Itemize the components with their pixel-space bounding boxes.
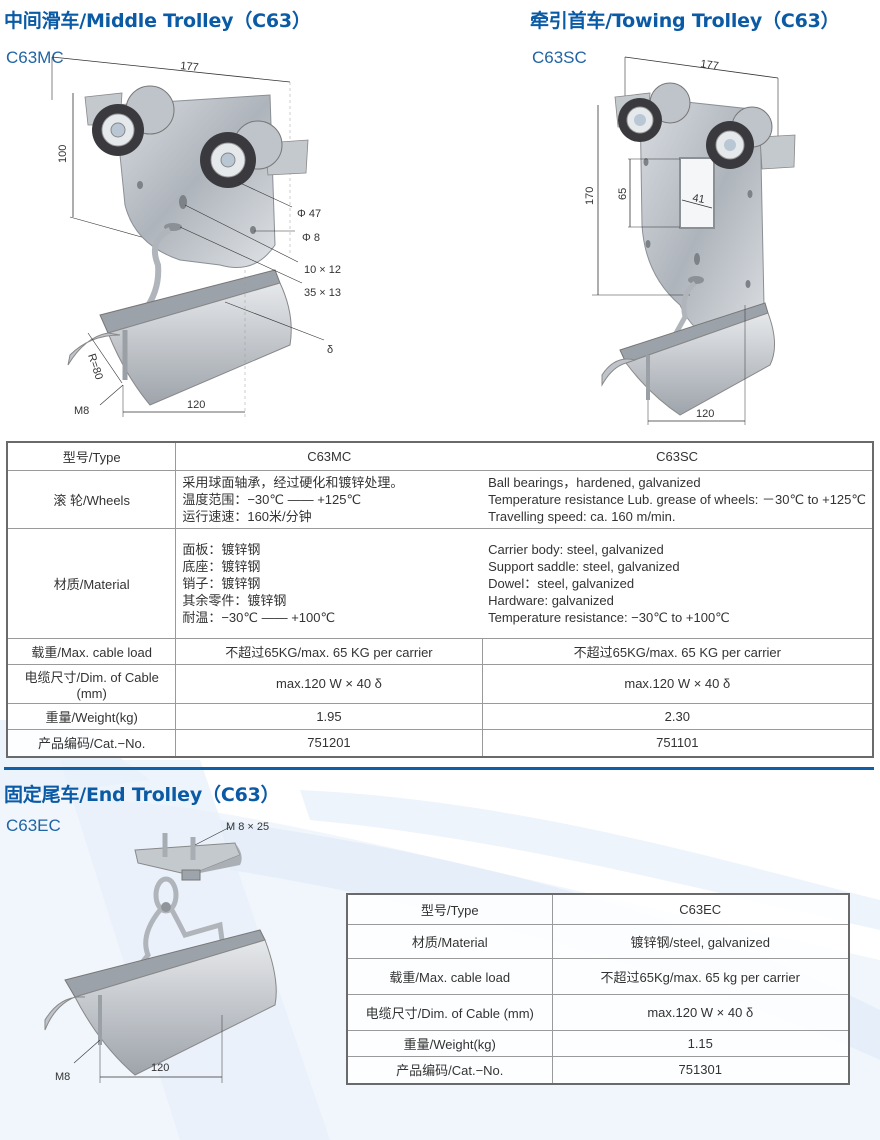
material-value: 镀锌钢/steel, galvanized — [551, 923, 850, 959]
type-label: 型号/Type — [6, 441, 177, 471]
load-label: 载重/Max. cable load — [6, 637, 177, 665]
material-label: 材质/Material — [6, 527, 177, 639]
table-row-material: 材质/Material 面板：镀锌钢 底座：镀锌钢 销子：镀锌钢 其余零件：镀锌… — [6, 527, 874, 639]
dim-m8: M8 — [74, 405, 89, 417]
cat-no-col1: 751201 — [175, 728, 483, 758]
material-cn: 面板：镀锌钢 底座：镀锌钢 销子：镀锌钢 其余零件：镀锌钢 耐温：−30℃ ——… — [175, 527, 483, 639]
dim-120: 120 — [696, 408, 714, 420]
weight-label: 重量/Weight(kg) — [6, 702, 177, 730]
table-row-weight: 重量/Weight(kg) 1.15 — [346, 1029, 850, 1057]
load-col2: 不超过65KG/max. 65 KG per carrier — [481, 637, 874, 665]
dim-41: 41 — [691, 192, 705, 206]
end-trolley-drawing: M 8 × 25 M8 120 — [44, 821, 277, 1083]
dim-delta: δ — [327, 344, 333, 356]
cable-dim-label: 电缆尺寸/Dim. of Cable (mm) — [6, 663, 177, 704]
middle-trolley-drawing: 177 100 Φ 47 Φ 8 10 × 12 35 × 13 δ R=80 … — [51, 56, 341, 417]
dim-177: 177 — [700, 58, 720, 72]
table-row-load: 载重/Max. cable load 不超过65KG/max. 65 KG pe… — [6, 637, 874, 665]
dim-m8x25: M 8 × 25 — [226, 821, 269, 833]
dim-120: 120 — [187, 399, 205, 411]
table-row-load: 载重/Max. cable load 不超过65Kg/max. 65 kg pe… — [346, 957, 850, 995]
material-en: Carrier body: steel, galvanized Support … — [482, 527, 874, 639]
dim-170: 170 — [584, 187, 596, 205]
wheels-en: Ball bearings，hardened, galvanized Tempe… — [482, 469, 874, 529]
dim-177: 177 — [180, 60, 200, 74]
wheels-cn: 采用球面轴承，经过硬化和镀锌处理。 温度范围：−30℃ —— +125℃ 运行速… — [175, 469, 483, 529]
dim-r80: R=80 — [85, 352, 105, 381]
cable-dim-label: 电缆尺寸/Dim. of Cable (mm) — [346, 993, 553, 1031]
material-label: 材质/Material — [346, 923, 553, 959]
table-row-weight: 重量/Weight(kg) 1.95 2.30 — [6, 702, 874, 730]
cable-dim-col2: max.120 W × 40 δ — [481, 663, 874, 704]
dim-phi47: Φ 47 — [297, 208, 321, 220]
table-row-wheels: 滚 轮/Wheels 采用球面轴承，经过硬化和镀锌处理。 温度范围：−30℃ —… — [6, 469, 874, 529]
cat-no-label: 产品编码/Cat.−No. — [346, 1055, 553, 1085]
dim-120: 120 — [151, 1062, 169, 1074]
dim-100: 100 — [57, 145, 69, 163]
table-row-type: 型号/Type C63EC — [346, 893, 850, 925]
cable-dim-value: max.120 W × 40 δ — [551, 993, 850, 1031]
middle-trolley-model: C63MC — [6, 48, 64, 67]
load-value: 不超过65Kg/max. 65 kg per carrier — [551, 957, 850, 995]
dim-m8: M8 — [55, 1071, 70, 1083]
spec-table-mc-sc: 型号/Type C63MC C63SC 滚 轮/Wheels 采用球面轴承，经过… — [6, 441, 874, 758]
spec-table-ec: 型号/Type C63EC 材质/Material 镀锌钢/steel, gal… — [346, 893, 850, 1085]
towing-trolley-title: 牵引首车/Towing Trolley（C63） — [530, 10, 840, 32]
middle-trolley-title: 中间滑车/Middle Trolley（C63） — [4, 10, 311, 32]
type-value: C63EC — [551, 893, 850, 925]
table-row-type: 型号/Type C63MC C63SC — [6, 441, 874, 471]
weight-label: 重量/Weight(kg) — [346, 1029, 553, 1057]
end-trolley-model: C63EC — [6, 816, 61, 835]
type-col2: C63SC — [482, 441, 874, 471]
type-col1: C63MC — [175, 441, 483, 471]
cat-no-col2: 751101 — [481, 728, 874, 758]
table-row-cable-dim: 电缆尺寸/Dim. of Cable (mm) max.120 W × 40 δ… — [6, 663, 874, 704]
type-label: 型号/Type — [346, 893, 553, 925]
cat-no-label: 产品编码/Cat.−No. — [6, 728, 177, 758]
dim-65: 65 — [617, 188, 629, 200]
towing-trolley-drawing: 177 170 65 41 120 — [584, 56, 796, 425]
section-divider — [4, 767, 874, 770]
weight-col2: 2.30 — [481, 702, 874, 730]
weight-col1: 1.95 — [175, 702, 483, 730]
table-row-cable-dim: 电缆尺寸/Dim. of Cable (mm) max.120 W × 40 δ — [346, 993, 850, 1031]
table-row-material: 材质/Material 镀锌钢/steel, galvanized — [346, 923, 850, 959]
wheels-label: 滚 轮/Wheels — [6, 469, 177, 529]
dim-phi8: Φ 8 — [302, 232, 320, 244]
load-col1: 不超过65KG/max. 65 KG per carrier — [175, 637, 483, 665]
table-row-cat-no: 产品编码/Cat.−No. 751201 751101 — [6, 728, 874, 758]
table-row-cat-no: 产品编码/Cat.−No. 751301 — [346, 1055, 850, 1085]
cat-no-value: 751301 — [551, 1055, 850, 1085]
towing-trolley-model: C63SC — [532, 48, 587, 67]
cable-dim-col1: max.120 W × 40 δ — [175, 663, 483, 704]
dim-35x13: 35 × 13 — [304, 287, 341, 299]
load-label: 载重/Max. cable load — [346, 957, 553, 995]
weight-value: 1.15 — [551, 1029, 850, 1057]
dim-10x12: 10 × 12 — [304, 264, 341, 276]
end-trolley-title: 固定尾车/End Trolley（C63） — [4, 784, 280, 806]
